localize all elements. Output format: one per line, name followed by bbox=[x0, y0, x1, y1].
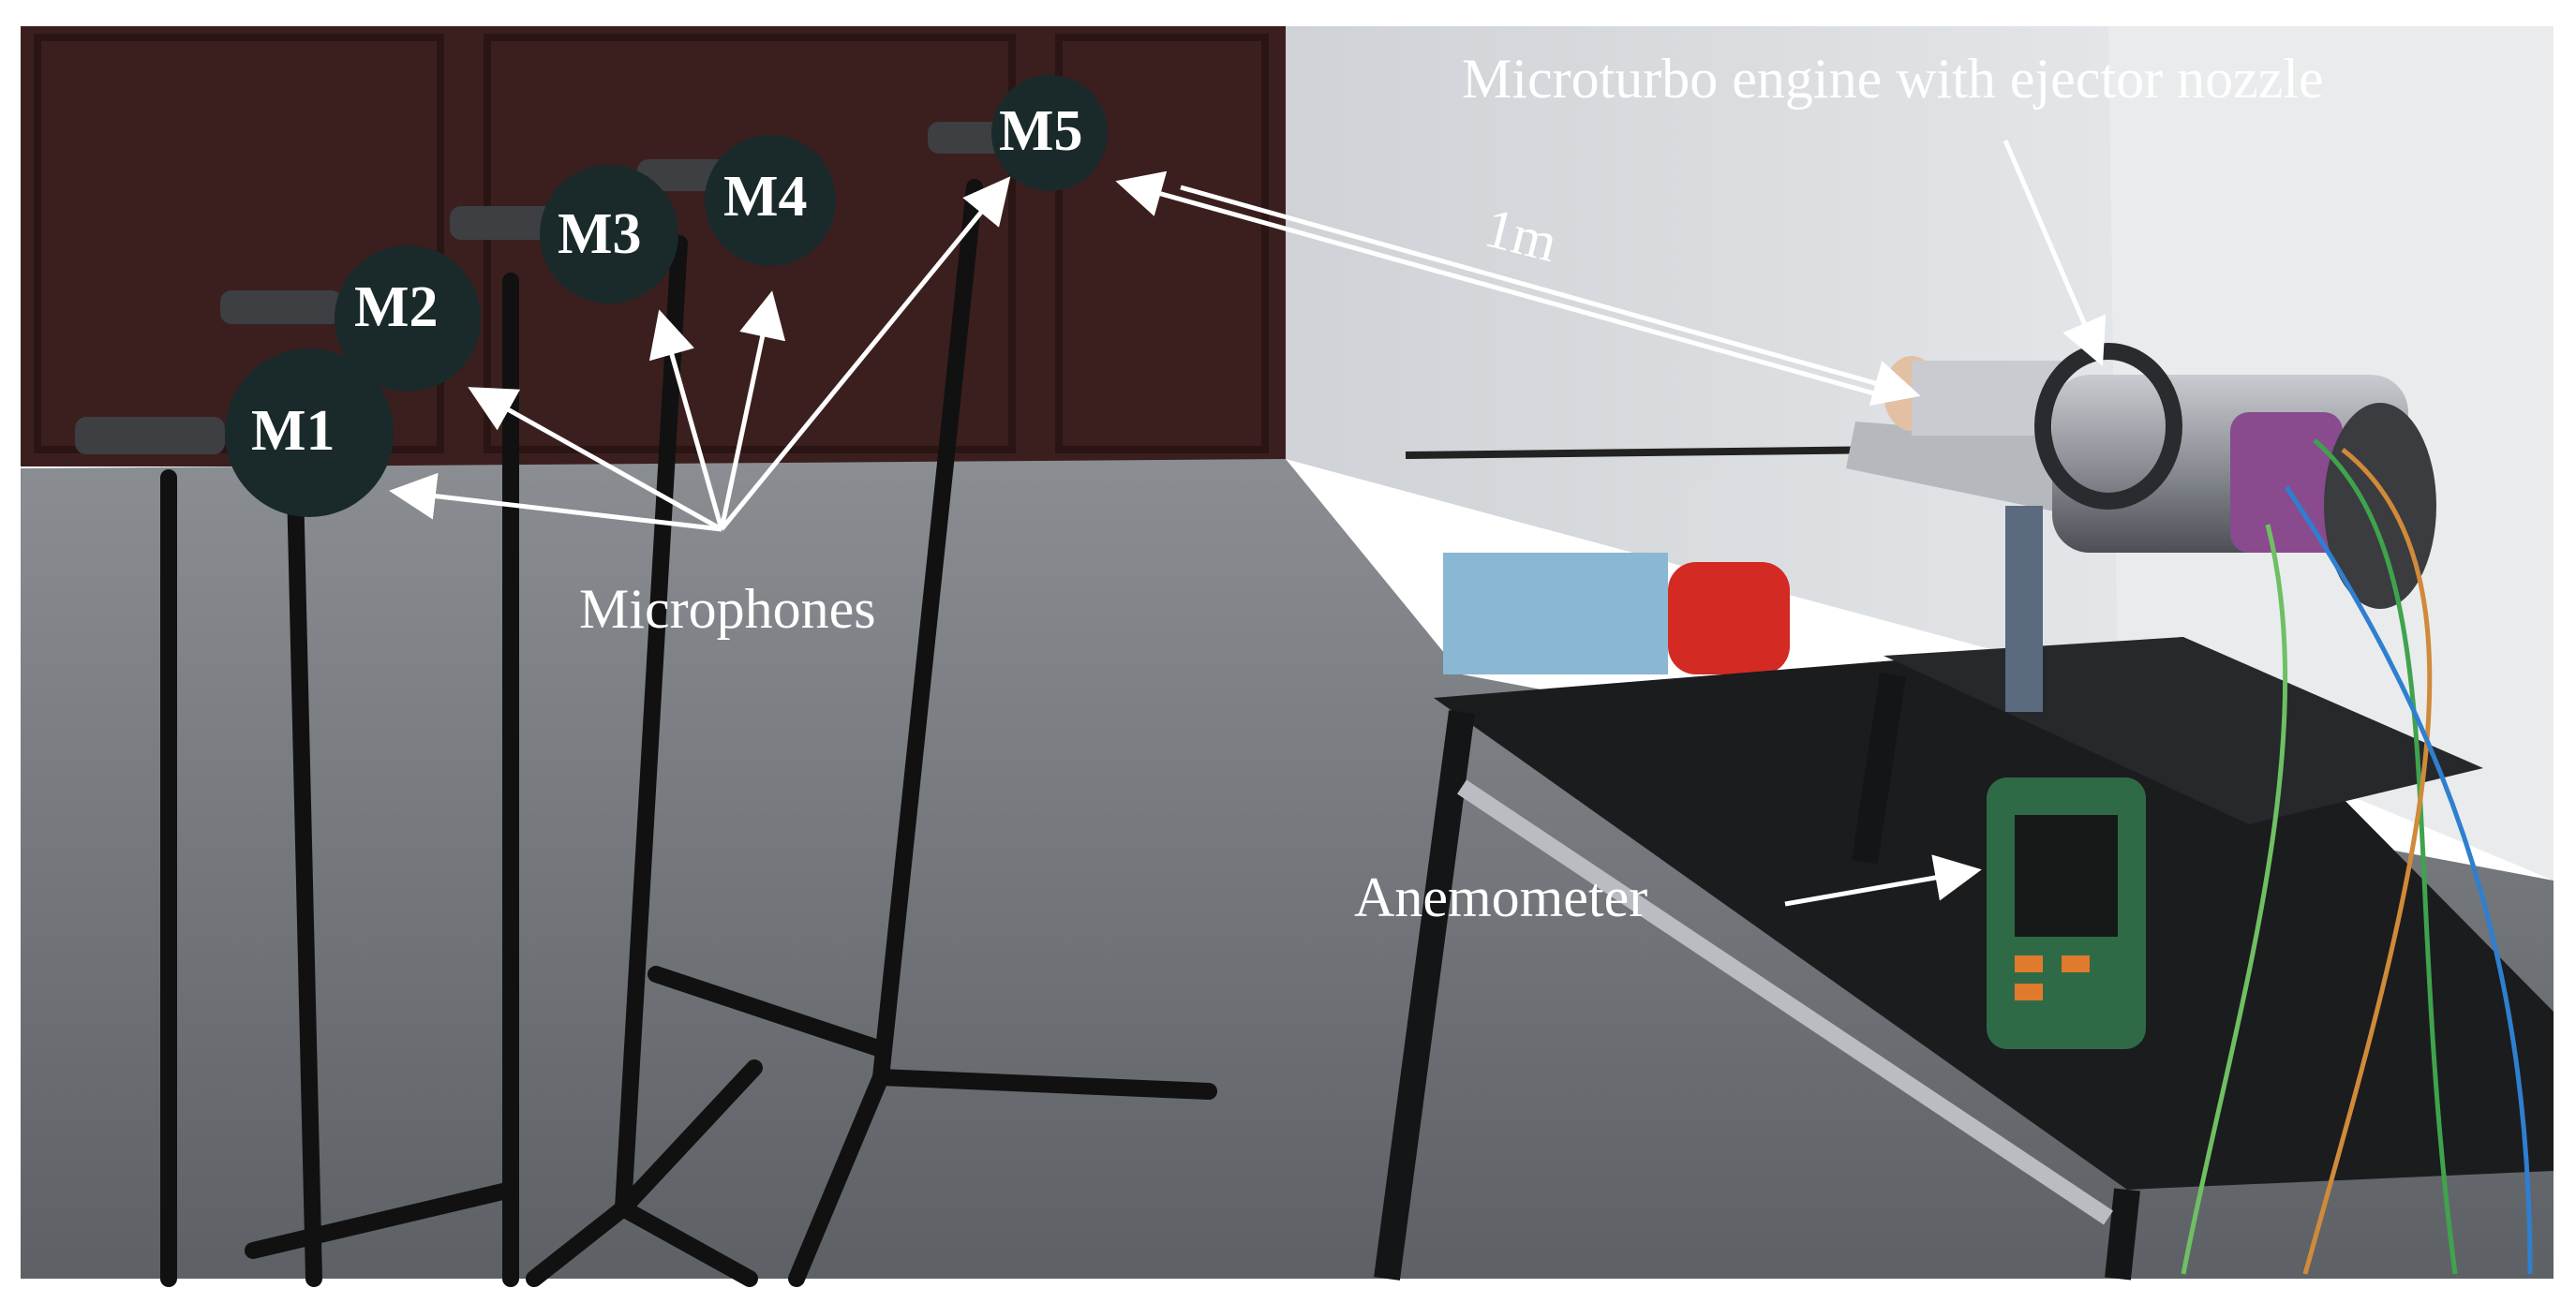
label-m3: M3 bbox=[558, 202, 642, 266]
table-legs bbox=[1374, 672, 2140, 1281]
anemometer-device bbox=[1987, 777, 2146, 1049]
engine-stand bbox=[2005, 506, 2043, 712]
sensor-wires bbox=[2181, 438, 2533, 1275]
label-anemometer: Anemometer bbox=[1354, 866, 1647, 928]
label-m4: M4 bbox=[723, 165, 808, 229]
annotation-arrows bbox=[389, 140, 2107, 907]
windscreen-m3 bbox=[540, 165, 678, 304]
skirting-line bbox=[1405, 446, 1894, 459]
label-engine: Microturbo engine with ejector nozzle bbox=[1462, 48, 2324, 110]
microphone-stands bbox=[160, 179, 1217, 1287]
label-microphones: Microphones bbox=[579, 578, 876, 640]
label-m2: M2 bbox=[354, 275, 439, 339]
windscreen-m4 bbox=[705, 135, 836, 266]
windscreen-m5 bbox=[991, 75, 1108, 191]
cardboard-box bbox=[1443, 553, 1668, 674]
windscreen-m1 bbox=[225, 348, 394, 517]
label-m1: M1 bbox=[251, 399, 335, 463]
label-m5: M5 bbox=[999, 99, 1083, 163]
cable-tray bbox=[1457, 779, 2113, 1225]
windscreen-m2 bbox=[335, 245, 481, 392]
fire-extinguisher bbox=[1668, 562, 1790, 674]
